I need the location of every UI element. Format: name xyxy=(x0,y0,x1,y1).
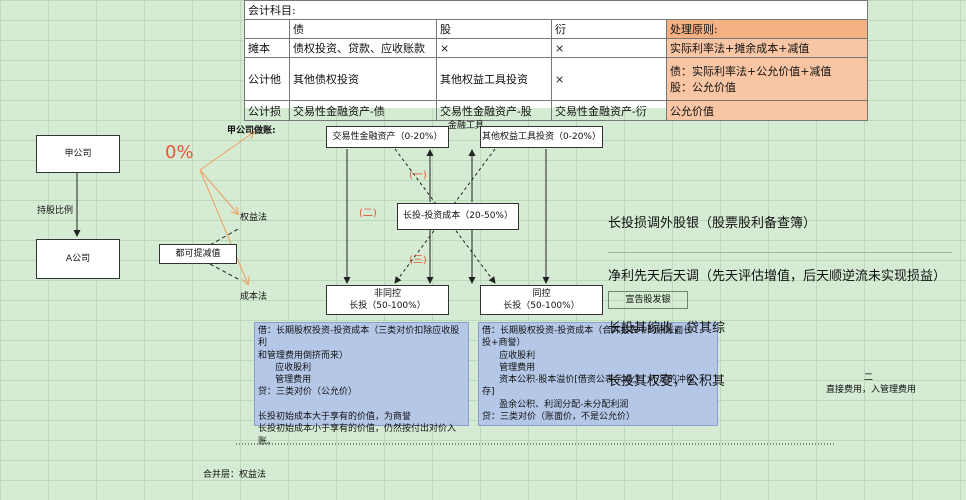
orange-arrow xyxy=(199,169,248,284)
row-label: 公计损 xyxy=(244,100,290,121)
orange-arrow xyxy=(199,132,254,171)
cost-method-label: 成本法 xyxy=(240,292,268,302)
memo-line: 长投其权变，公积其 xyxy=(608,373,726,389)
right-dash-label: 二 xyxy=(864,373,874,383)
percent-label: 0% xyxy=(165,142,194,163)
lt-equity-box: 长投-投资成本（20-50%） xyxy=(397,203,519,230)
cell-gu: 交易性金融资产-股 xyxy=(436,100,552,121)
holding-ratio-label: 持股比例 xyxy=(37,206,74,216)
non-control-box: 非同控 长投（50-100%） xyxy=(326,285,449,315)
company-jia-box: 甲公司 xyxy=(36,135,120,173)
direct-cost-note: 直接费用，入管理费用 xyxy=(826,385,917,395)
memo-line: 长投损调外股银（股票股利备查簿） xyxy=(608,216,817,231)
memo-lines: 长投损调外股银（股票股利备查簿） 净利先天后天调（先天评估增值，后天顺逆流未实现… xyxy=(608,180,952,389)
equity-method-label: 权益法 xyxy=(240,213,268,223)
control-box: 同控 长投（50-100%） xyxy=(480,285,603,315)
trading-asset-box: 交易性金融资产（0-20%） xyxy=(326,126,449,148)
accounting-table: 会计科目: 债 股 衍 处理原则: 摊本 债权投资、贷款、应收账款 × × 实际… xyxy=(244,0,868,121)
dashed-line xyxy=(209,227,241,246)
other-equity-label: 其他权益工具投资（0-20%） xyxy=(482,131,601,142)
label-two: (二) xyxy=(359,208,377,219)
row-label: 摊本 xyxy=(244,38,290,58)
cell-gu: 其他权益工具投资 xyxy=(436,57,552,101)
cell-zhai: 交易性金融资产-债 xyxy=(289,100,437,121)
other-equity-box: 其他权益工具投资（0-20%） xyxy=(480,126,603,148)
control-range: 长投（50-100%） xyxy=(503,301,580,311)
orange-arrow xyxy=(199,169,238,214)
dashed-cross xyxy=(394,148,496,284)
can-reduce-box: 都可提减值 xyxy=(159,244,237,264)
non-control-range: 长投（50-100%） xyxy=(349,301,426,311)
bank-note-label: 宣告股发银 xyxy=(625,294,671,305)
label-one: (一) xyxy=(409,170,427,181)
cell-rule: 债：实际利率法+公允价值+减值 股：公允价值 xyxy=(666,57,868,101)
rule-line: 股：公允价值 xyxy=(670,81,736,94)
non-control-title: 非同控 xyxy=(373,288,401,299)
bank-note-box: 宣告股发银 xyxy=(608,291,688,309)
lt-equity-label: 长投-投资成本（20-50%） xyxy=(403,211,513,222)
control-title: 同控 xyxy=(532,288,551,299)
financial-tools-label: 金融工具 xyxy=(448,121,485,131)
notes-control: 借：长期股权投资-投资成本（合并报表中的原账面长 投+商誉） 应收股利 管理费用… xyxy=(478,322,718,426)
footer-note: 合并层：权益法 xyxy=(203,470,267,480)
trading-asset-label: 交易性金融资产（0-20%） xyxy=(332,131,443,142)
cell-rule: 公允价值 xyxy=(666,100,868,121)
dashed-cross xyxy=(394,148,496,284)
company-jia-label: 甲公司 xyxy=(64,148,92,159)
label-three: (三) xyxy=(409,255,427,266)
cell-rule: 实际利率法+摊余成本+减值 xyxy=(666,38,868,58)
memo-line: 净利先天后天调（先天评估增值，后天顺逆流未实现损益） xyxy=(608,268,947,284)
header-rule: 处理原则: xyxy=(666,19,868,39)
row-label: 公计他 xyxy=(244,57,290,101)
rule-line: 债：实际利率法+公允价值+减值 xyxy=(670,65,832,78)
company-a-box: A公司 xyxy=(36,239,120,279)
jia-title: 甲公司做账: xyxy=(227,126,276,136)
can-reduce-label: 都可提减值 xyxy=(175,248,221,259)
notes-noncontrol: 借：长期股权投资-投资成本（三类对价扣除应收股利 和管理费用倒挤而来） 应收股利… xyxy=(254,322,469,447)
dashed-line xyxy=(209,263,241,281)
memo-line: 长投其综收，贷其综 xyxy=(608,321,726,336)
company-a-label: A公司 xyxy=(65,253,91,264)
cell-yan: 交易性金融资产-衍 xyxy=(551,100,667,121)
